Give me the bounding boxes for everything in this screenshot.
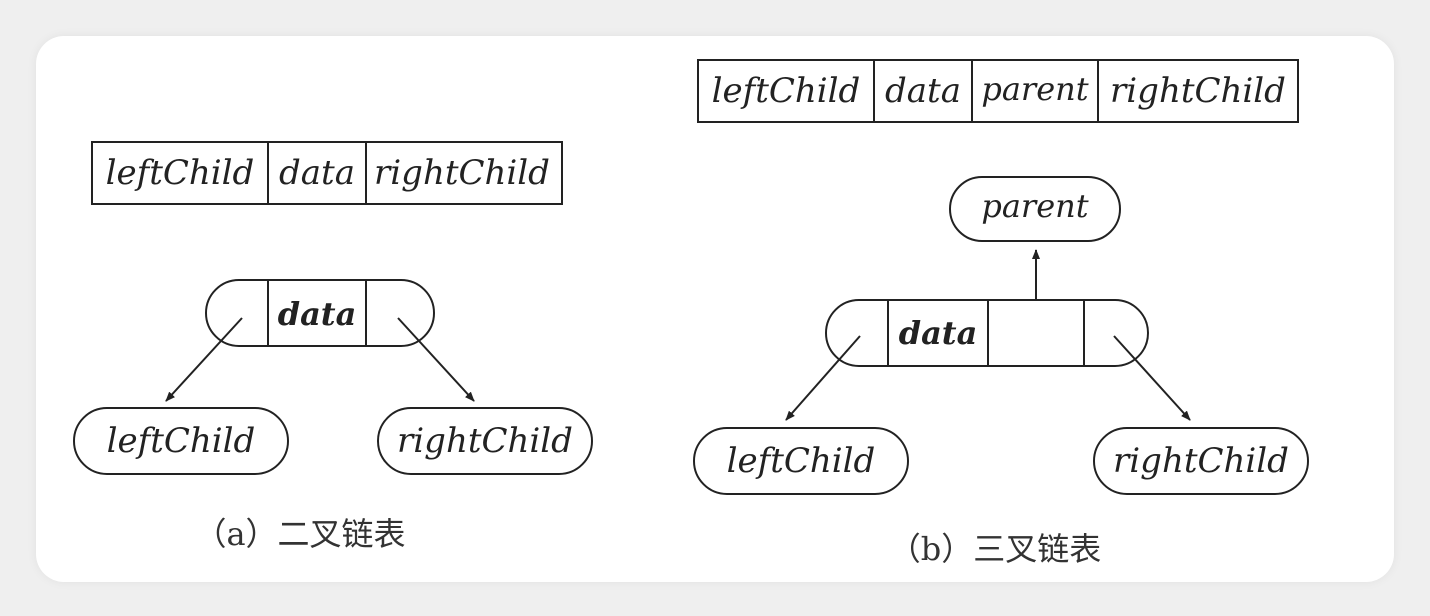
ternary-field-rightchild: rightChild: [1110, 71, 1286, 111]
binary-leftchild-node: leftChild: [73, 407, 289, 475]
ternary-parent-node: parent: [949, 176, 1121, 242]
binary-leftchild-label: leftChild: [107, 421, 256, 461]
ternary-node-data-label: data: [899, 314, 978, 352]
ternary-rightchild-node: rightChild: [1093, 427, 1309, 495]
binary-caption: （a）二叉链表: [194, 515, 405, 553]
binary-right-pointer: [397, 317, 475, 402]
binary-field-data: data: [279, 153, 355, 193]
ternary-leftchild-node: leftChild: [693, 427, 909, 495]
binary-node-data-label: data: [278, 295, 357, 333]
ternary-leftchild-label: leftChild: [727, 441, 876, 481]
ternary-left-pointer: [785, 335, 861, 421]
ternary-field-parent: parent: [981, 70, 1088, 108]
binary-node-structure: leftChild data rightChild: [91, 141, 563, 205]
ternary-caption: （b）三叉链表: [889, 530, 1102, 568]
ternary-right-pointer: [1113, 335, 1191, 421]
binary-node: data: [205, 279, 435, 347]
ternary-node: data: [825, 299, 1149, 367]
binary-left-pointer: [165, 317, 243, 402]
ternary-node-structure: leftChild data parent rightChild: [697, 59, 1299, 123]
ternary-field-data: data: [885, 71, 961, 111]
ternary-rightchild-label: rightChild: [1113, 441, 1289, 481]
binary-rightchild-label: rightChild: [397, 421, 573, 461]
ternary-parent-label: parent: [981, 187, 1088, 225]
binary-field-leftchild: leftChild: [106, 153, 255, 193]
binary-field-rightchild: rightChild: [374, 153, 550, 193]
binary-rightchild-node: rightChild: [377, 407, 593, 475]
ternary-field-leftchild: leftChild: [712, 71, 861, 111]
